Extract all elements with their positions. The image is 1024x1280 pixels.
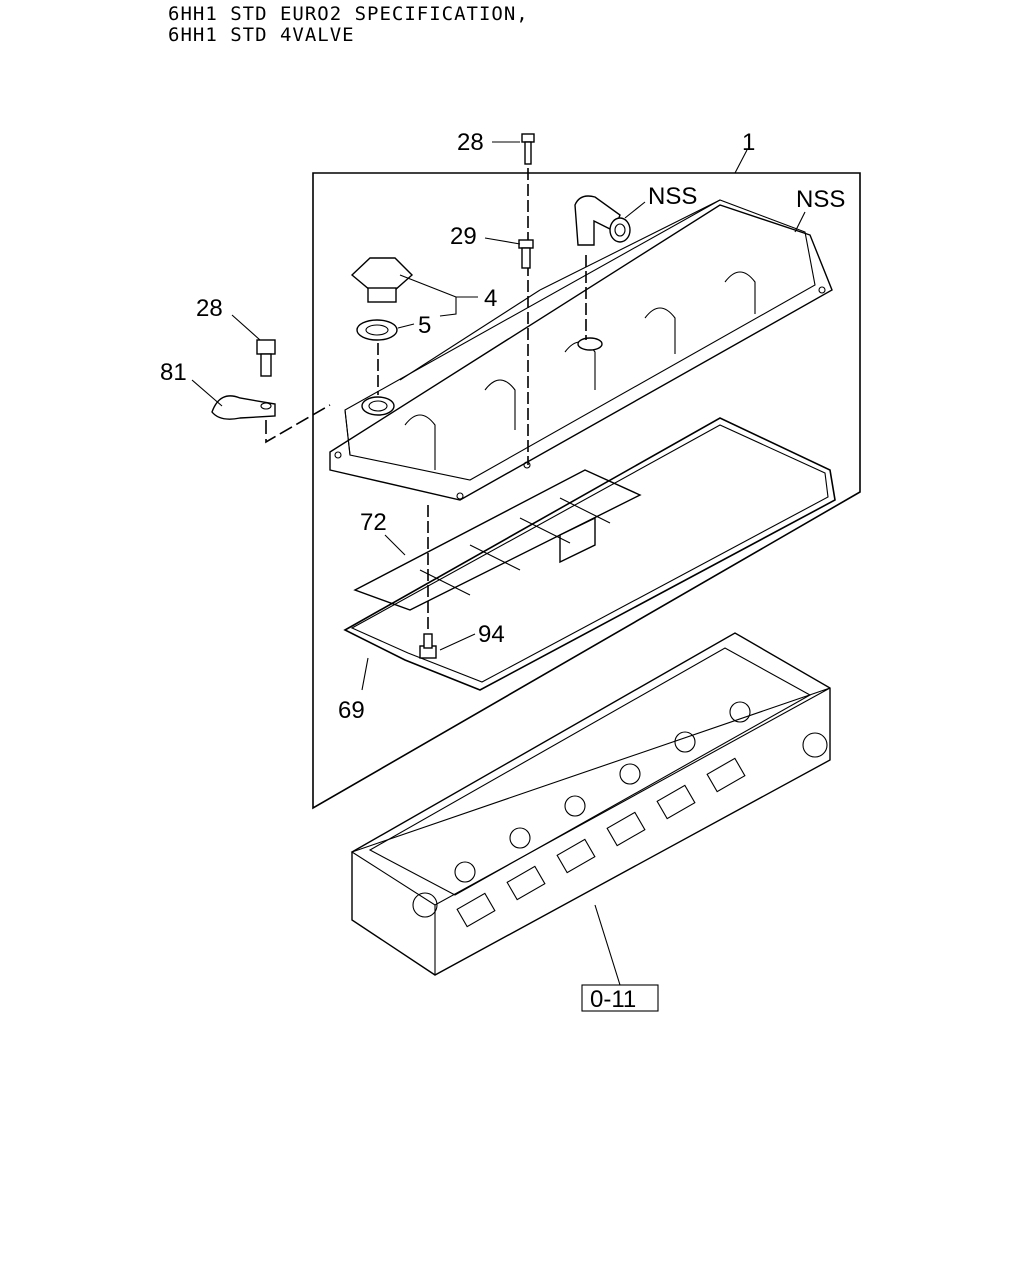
- bolt-28-left: [256, 339, 276, 377]
- leader-29: [484, 237, 521, 245]
- leader-nss-elbow: [624, 201, 646, 219]
- leader-28-left: [231, 314, 261, 341]
- callout-81: 81: [160, 359, 187, 386]
- reference-box: [581, 984, 659, 1012]
- assembly-boundary: [312, 172, 861, 810]
- leader-94: [439, 633, 476, 651]
- leader-5: [397, 323, 415, 329]
- callout-nss-cover: NSS: [796, 186, 845, 213]
- o-ring: [356, 319, 398, 341]
- callout-5: 5: [418, 312, 431, 339]
- oil-baffle-plate: [353, 469, 642, 611]
- leader-81: [191, 379, 223, 407]
- callout-72: 72: [360, 509, 387, 536]
- rocker-cover-gasket: [343, 417, 836, 691]
- callout-28-left: 28: [196, 295, 223, 322]
- pcv-elbow: [574, 195, 631, 246]
- callout-28-top: 28: [457, 129, 484, 156]
- oil-filler-cap: [350, 257, 414, 303]
- leader-69: [361, 657, 369, 691]
- cylinder-head: [350, 632, 831, 976]
- clip-81: [211, 395, 276, 420]
- clip-attach-line: [265, 404, 331, 444]
- callout-69: 69: [338, 697, 365, 724]
- callout-4: 4: [484, 285, 497, 312]
- callout-94: 94: [478, 621, 505, 648]
- leader-ref: [594, 904, 621, 986]
- header-line-1: 6HH1 STD EURO2 SPECIFICATION,: [168, 3, 529, 25]
- rocker-cover: [329, 199, 833, 501]
- callout-nss-elbow: NSS: [648, 183, 697, 210]
- leader-4: [399, 274, 457, 317]
- reference-label: 0-11: [590, 986, 636, 1013]
- bolt-28-top: [521, 133, 535, 165]
- bolt-29: [518, 239, 534, 269]
- leader-nss-cover: [794, 211, 806, 233]
- bolt-94: [419, 633, 437, 659]
- leader-1: [734, 149, 748, 174]
- leader-72: [384, 534, 406, 556]
- rocker-cover-gasket-inner: [350, 424, 829, 683]
- callout-29: 29: [450, 223, 477, 250]
- diagram-header: 6HH1 STD EURO2 SPECIFICATION, 6HH1 STD 4…: [168, 4, 529, 46]
- header-line-2: 6HH1 STD 4VALVE: [168, 24, 355, 46]
- callout-1: 1: [742, 129, 755, 156]
